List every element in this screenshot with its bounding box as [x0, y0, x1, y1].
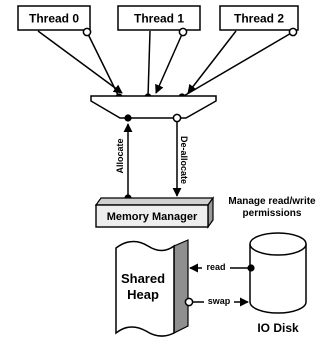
mm-top-face [94, 197, 215, 206]
multiplexer-funnel [90, 95, 217, 119]
shared-heap-line2: Heap [127, 287, 159, 302]
thread2-line-a [187, 30, 237, 94]
heap-page-front [115, 240, 175, 337]
allocate-label: Allocate [115, 138, 125, 173]
disk-body [249, 244, 307, 314]
thread2-port-b [288, 27, 298, 37]
read-port [247, 264, 255, 272]
funnel-allocate-port [124, 114, 132, 122]
io-disk: IO Disk [249, 232, 307, 335]
heap-page-side [173, 239, 189, 334]
thread2-line-b [181, 31, 294, 98]
swap-port [184, 297, 194, 307]
memory-manager-label: Memory Manager [107, 211, 198, 223]
thread-label-0: Thread 0 [29, 12, 79, 26]
thread-connections [37, 27, 298, 101]
thread0-line-b [86, 31, 120, 98]
swap-label-bg [204, 295, 234, 306]
thread-box-1: Thread 1 [117, 5, 201, 31]
shared-heap-line1: Shared [121, 271, 165, 286]
mm-front-face [95, 204, 209, 228]
thread1-line-b [155, 31, 184, 94]
deallocate-label: De-allocate [179, 136, 189, 184]
memory-manager-block: Memory Manager [94, 196, 215, 229]
thread-box-0: Thread 0 [17, 5, 91, 31]
io-disk-label: IO Disk [257, 321, 299, 335]
permissions-note-line2: permissions [243, 208, 302, 219]
thread1-line-a [147, 30, 151, 98]
thread0-port-b [82, 27, 92, 37]
thread-label-2: Thread 2 [234, 12, 284, 26]
shared-heap: Shared Heap [115, 239, 189, 337]
read-label-bg [202, 261, 230, 272]
thread-label-1: Thread 1 [134, 12, 184, 26]
swap-label: swap [208, 296, 231, 306]
disk-top [249, 232, 307, 256]
thread0-line-a [37, 30, 123, 94]
thread-box-2: Thread 2 [219, 5, 299, 31]
funnel-deallocate-port [172, 113, 182, 123]
thread1-port-b [178, 27, 188, 37]
permissions-note-line1: Manage read/write [228, 196, 316, 207]
read-label: read [206, 262, 225, 272]
